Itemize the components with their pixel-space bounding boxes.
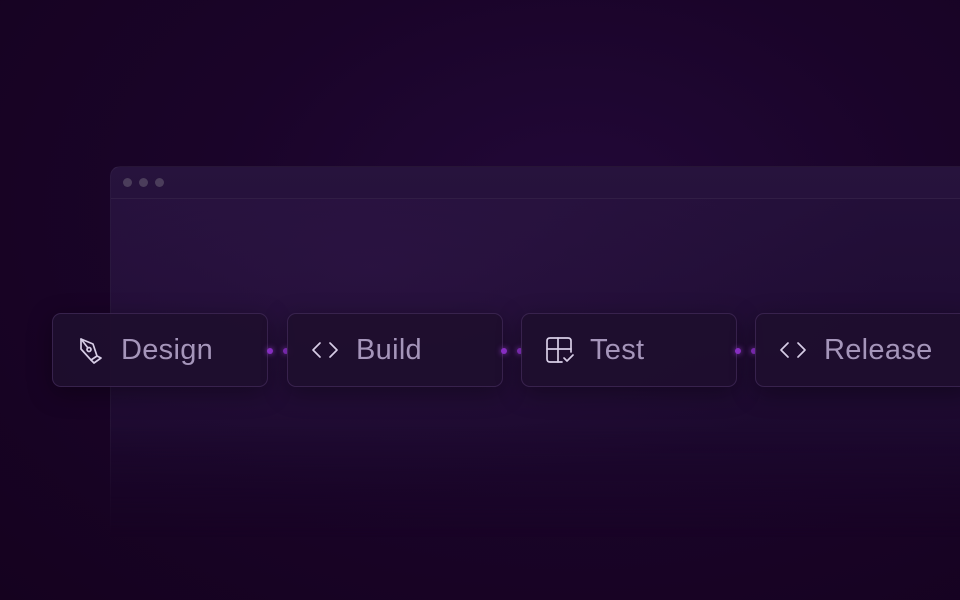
connector-dot	[517, 348, 523, 354]
step-label: Build	[356, 333, 422, 366]
step-label: Release	[824, 333, 933, 366]
connector-dot	[501, 348, 507, 354]
layout-check-icon	[542, 333, 576, 367]
connector-dot	[735, 348, 741, 354]
step-connector	[735, 348, 757, 354]
step-label: Test	[590, 333, 645, 366]
step-label: Design	[121, 333, 214, 366]
window-control-dot[interactable]	[155, 178, 164, 187]
connector-dot	[751, 348, 757, 354]
window-titlebar	[111, 167, 960, 199]
step-connector	[501, 348, 523, 354]
pen-tool-icon	[73, 333, 107, 367]
step-card-test[interactable]: Test	[521, 313, 737, 387]
window-control-dot[interactable]	[139, 178, 148, 187]
step-card-release[interactable]: Release	[755, 313, 960, 387]
step-card-design[interactable]: Design	[52, 313, 268, 387]
code-icon	[308, 333, 342, 367]
step-card-build[interactable]: Build	[287, 313, 503, 387]
connector-dot	[267, 348, 273, 354]
window-control-dot[interactable]	[123, 178, 132, 187]
connector-dot	[283, 348, 289, 354]
pipeline: Design Build	[52, 313, 960, 389]
code-icon	[776, 333, 810, 367]
step-connector	[267, 348, 289, 354]
